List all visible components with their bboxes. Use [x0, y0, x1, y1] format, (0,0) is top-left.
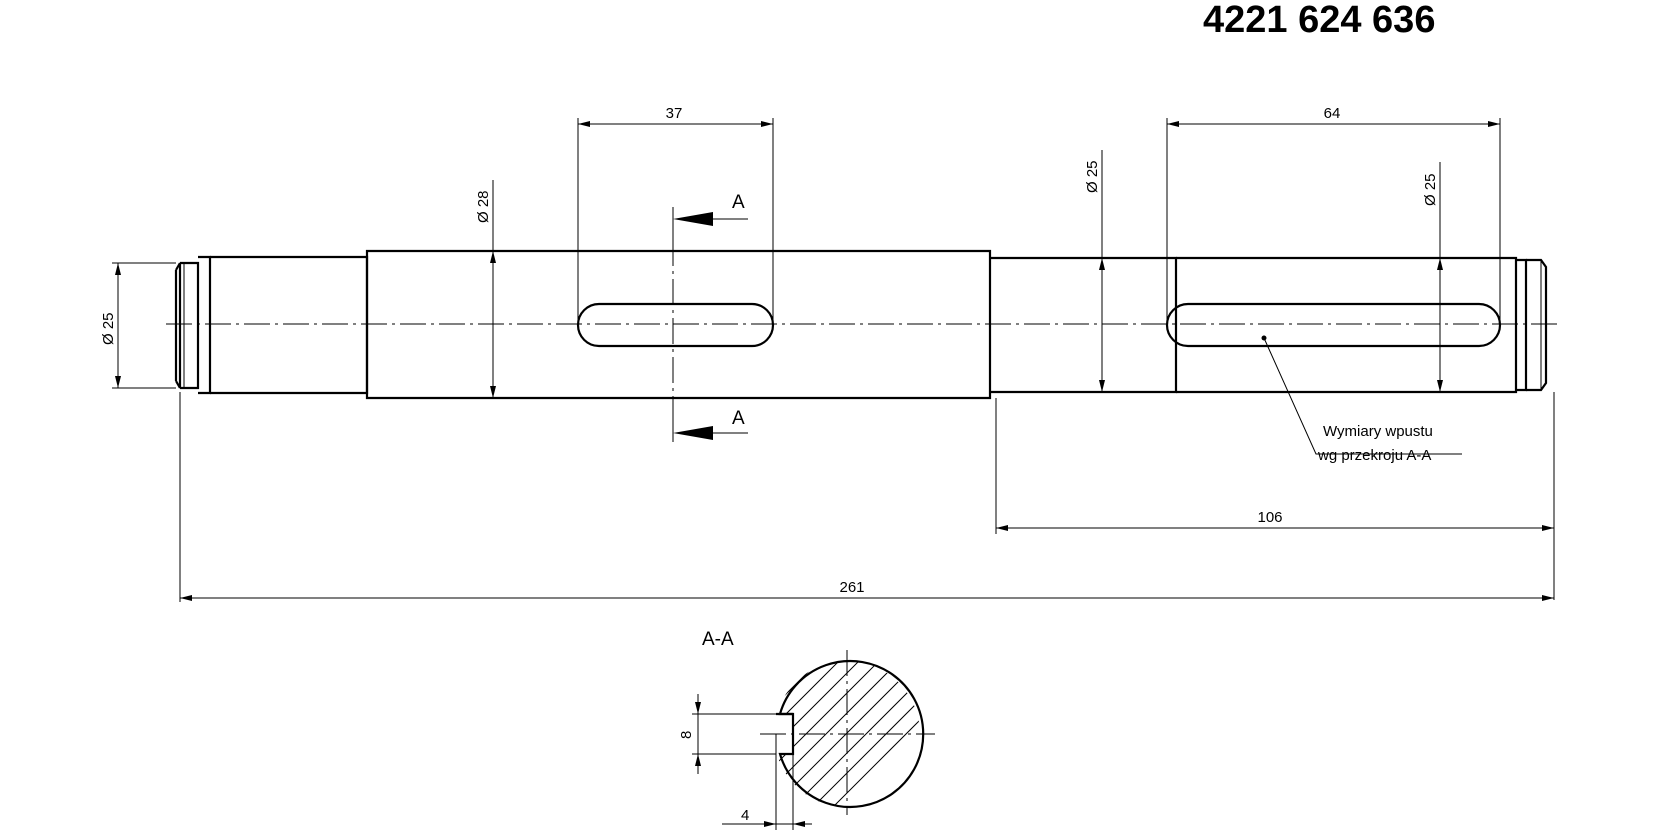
dimension-diameter-25-step — [1099, 150, 1105, 392]
note-leader — [1261, 335, 1462, 455]
section-mark-top: A — [732, 192, 745, 213]
dimension-diameter-25-end — [1437, 162, 1443, 392]
dimension-37 — [577, 118, 774, 325]
dimension-key-depth — [722, 734, 812, 830]
dimension-37-label: 37 — [666, 105, 683, 122]
dimension-diameter-28 — [490, 180, 496, 398]
section-view — [760, 650, 935, 815]
dimension-diameter-25-end-label: Ø 25 — [1422, 173, 1439, 206]
section-mark-bottom: A — [732, 408, 745, 429]
shaft — [174, 249, 1548, 400]
dimension-261 — [179, 392, 1554, 602]
dimension-64-label: 64 — [1324, 105, 1341, 122]
dimension-261-label: 261 — [839, 579, 864, 596]
dimension-diameter-25-left — [112, 262, 176, 389]
note-line-2: wg przekroju A-A — [1317, 447, 1431, 464]
dimension-106 — [995, 392, 1555, 600]
note-line-1: Wymiary wpustu — [1323, 423, 1433, 440]
dimension-diameter-28-label: Ø 28 — [475, 190, 492, 223]
dimension-key-depth-label: 4 — [741, 807, 749, 824]
dimension-key-width — [692, 694, 776, 774]
keyway-left — [576, 302, 775, 348]
dimension-key-width-label: 8 — [678, 731, 695, 739]
keyway-right — [1165, 302, 1502, 348]
dimension-106-label: 106 — [1257, 509, 1282, 526]
section-title: A-A — [702, 629, 734, 650]
section-cut-line — [672, 207, 748, 442]
dimension-64 — [1166, 118, 1501, 325]
drawing-number: 4221 624 636 — [1203, 0, 1435, 41]
dimension-diameter-25-step-label: Ø 25 — [1084, 160, 1101, 193]
dimension-diameter-25-left-label: Ø 25 — [100, 312, 117, 345]
